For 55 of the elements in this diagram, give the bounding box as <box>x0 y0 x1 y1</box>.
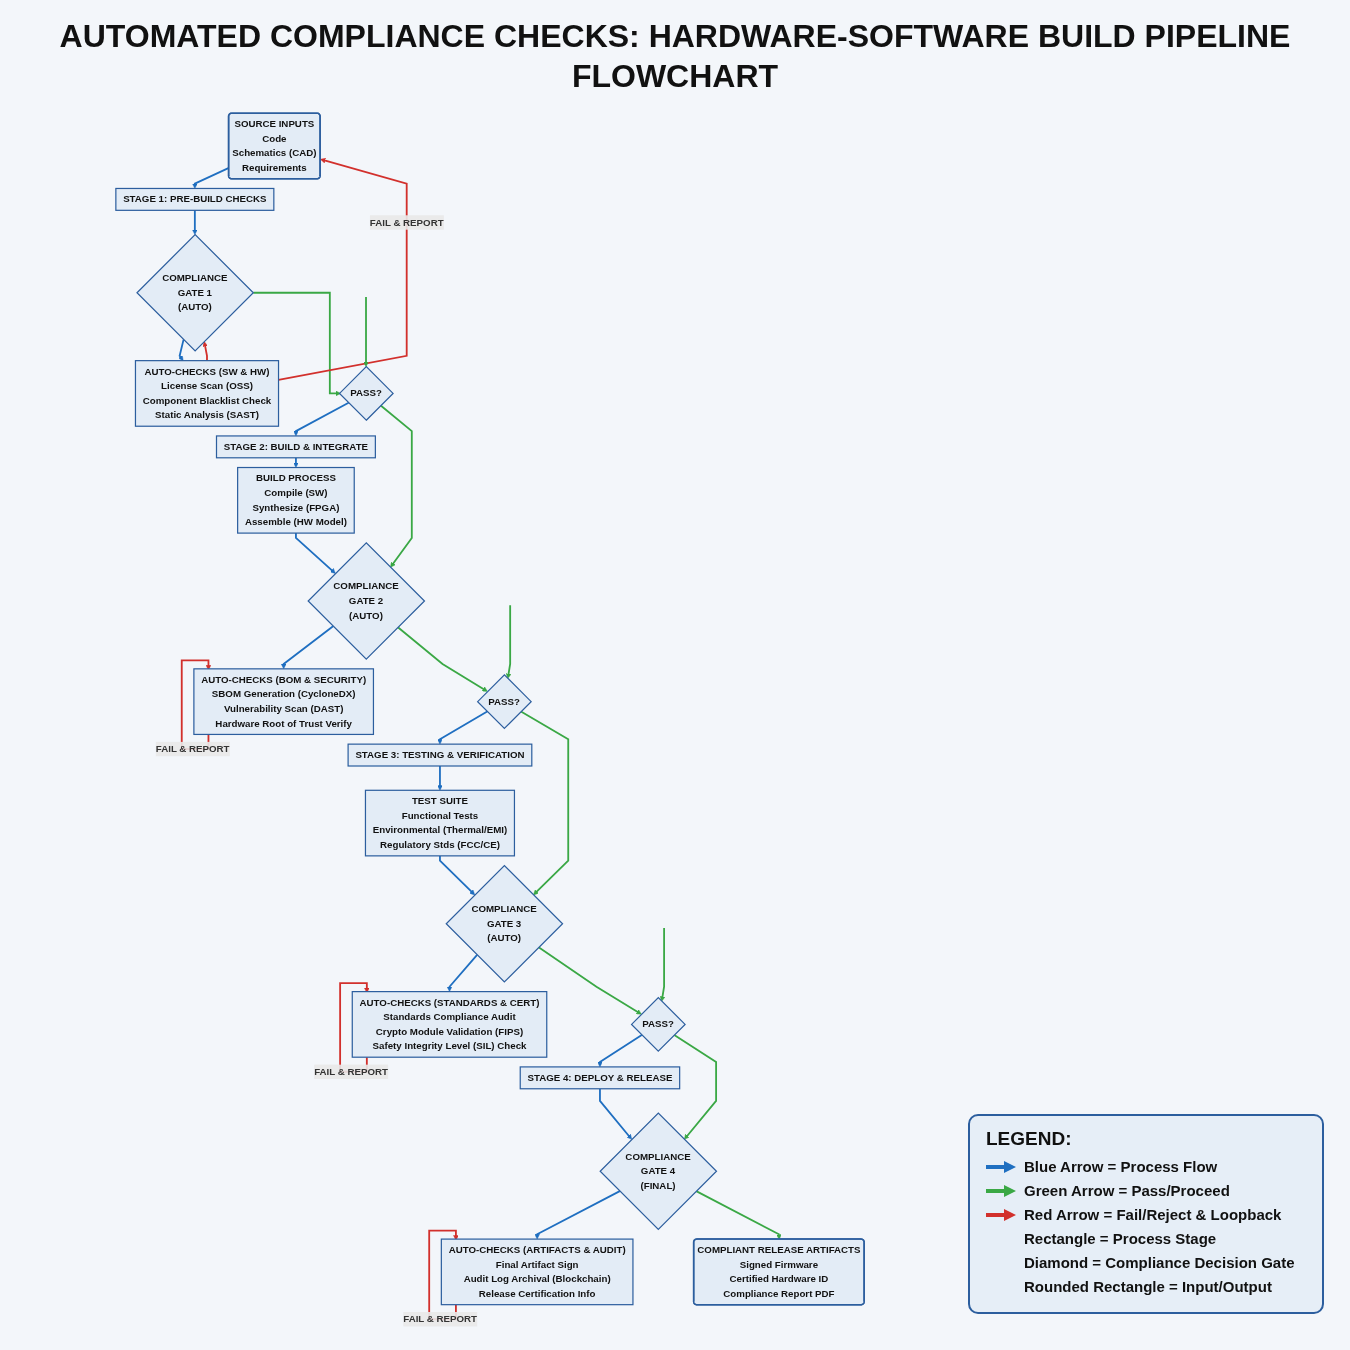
arrow <box>192 209 198 235</box>
edge-label: FAIL & REPORT <box>403 1313 478 1325</box>
arrow <box>446 954 478 992</box>
process-box: STAGE 2: BUILD & INTEGRATE <box>215 435 376 459</box>
arrow <box>295 532 336 574</box>
process-box: AUTO-CHECKS (STANDARDS & CERT) Standards Compliance Audit Crypto Module Validation (FIPS) Safety Integrity Level (SIL) Check <box>351 991 548 1058</box>
legend-text: Diamond = Compliance Decision Gate <box>1024 1253 1295 1273</box>
arrow <box>439 854 475 896</box>
arrow <box>178 338 185 361</box>
arrow <box>505 604 512 679</box>
decision-diamond: PASS? <box>338 365 394 422</box>
process-box: BUILD PROCESS Compile (SW) Synthesize (FPGA) Assemble (HW Model) <box>237 466 355 534</box>
arrow <box>293 456 299 468</box>
arrow <box>659 927 666 1002</box>
arrow <box>293 401 350 437</box>
arrow <box>252 291 341 397</box>
arrow <box>695 1190 782 1240</box>
process-box: TEST SUITE Functional Tests Environmental (Thermal/EMI) Regulatory Stds (FCC/CE) <box>364 789 516 857</box>
arrow <box>397 626 488 692</box>
rounded-box: SOURCE INPUTS Code Schematics (CAD) Requirements <box>227 112 321 180</box>
arrow <box>202 341 208 362</box>
arrow <box>520 710 570 896</box>
edge-label: FAIL & REPORT <box>155 743 230 754</box>
arrow <box>599 1087 632 1140</box>
process-box: STAGE 1: PRE-BUILD CHECKS <box>115 187 275 211</box>
arrow <box>537 946 642 1015</box>
legend-text: Red Arrow = Fail/Reject & Loopback <box>1024 1205 1282 1225</box>
decision-diamond: COMPLIANCE GATE 4 (FINAL) <box>599 1112 718 1231</box>
legend-text: Rounded Rectangle = Input/Output <box>1024 1277 1272 1297</box>
edge-label: FAIL & REPORT <box>369 217 444 228</box>
arrow <box>534 1190 621 1240</box>
decision-diamond: COMPLIANCE GATE 1 (AUTO) <box>136 233 255 352</box>
arrow <box>437 710 489 745</box>
decision-diamond: PASS? <box>630 996 686 1053</box>
process-box: AUTO-CHECKS (ARTIFACTS & AUDIT) Final Artifact Sign Audit Log Archival (Blockchain) Release Certification Info <box>440 1238 634 1306</box>
process-box: AUTO-CHECKS (BOM & SECURITY) SBOM Generation (CycloneDX) Vulnerability Scan (DAST) Hardware Root of Trust Verify <box>193 668 375 736</box>
rounded-box: COMPLIANT RELEASE ARTIFACTS Signed Firmware Certified Hardware ID Compliance Report PDF <box>692 1238 865 1306</box>
process-box: AUTO-CHECKS (SW & HW) License Scan (OSS) Component Blacklist Check Static Analysis (SAST) <box>134 360 280 427</box>
arrow <box>597 1034 643 1068</box>
arrow <box>363 296 369 367</box>
legend-text: Green Arrow = Pass/Proceed <box>1024 1181 1230 1201</box>
arrow <box>673 1034 717 1140</box>
decision-diamond: PASS? <box>476 674 532 730</box>
legend-heading: LEGEND: <box>986 1128 1073 1150</box>
process-box: STAGE 3: TESTING & VERIFICATION <box>347 743 533 767</box>
arrow <box>281 625 334 670</box>
arrow <box>379 404 413 568</box>
process-box: STAGE 4: DEPLOY & RELEASE <box>519 1066 681 1090</box>
title: AUTOMATED COMPLIANCE CHECKS: HARDWARE-SOFTWARE BUILD PIPELINE FLOWCHART <box>58 17 1292 96</box>
legend-text: Blue Arrow = Process Flow <box>1024 1157 1218 1177</box>
decision-diamond: COMPLIANCE GATE 3 (AUTO) <box>445 864 564 983</box>
edge-label: FAIL & REPORT <box>314 1066 388 1077</box>
arrow <box>437 765 443 791</box>
decision-diamond: COMPLIANCE GATE 2 (AUTO) <box>307 541 426 660</box>
legend-text: Rectangle = Process Stage <box>1024 1229 1217 1249</box>
